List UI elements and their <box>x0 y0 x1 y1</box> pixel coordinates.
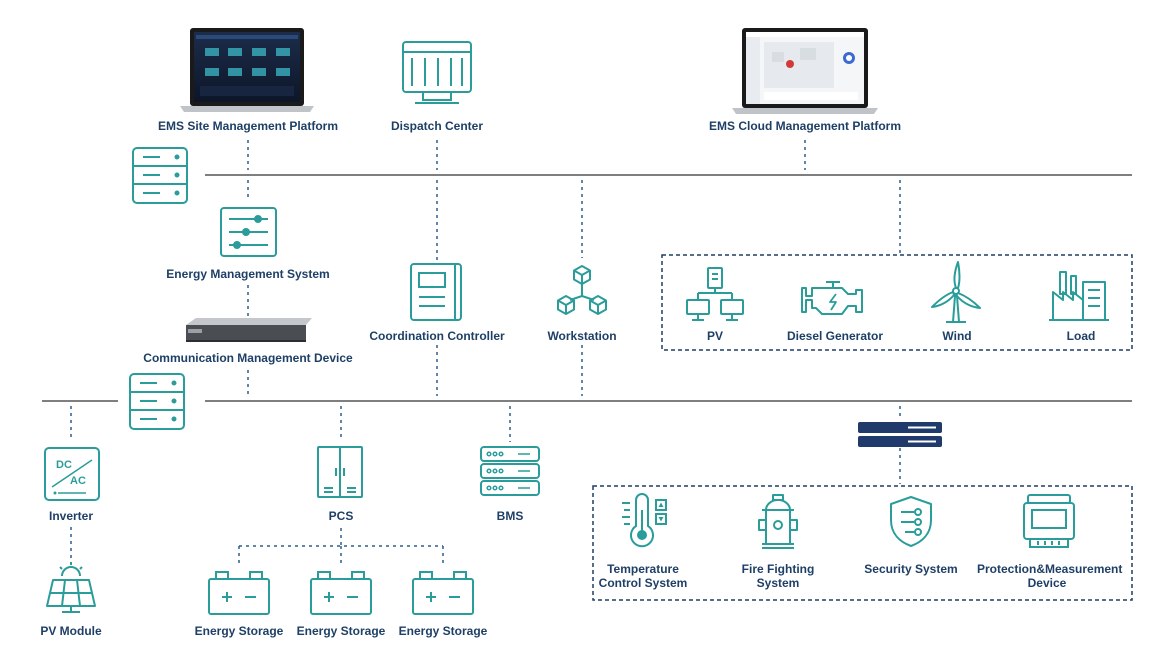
battery-icon-2 <box>310 571 372 615</box>
fire-hydrant-icon <box>758 494 798 549</box>
label-storage-1: Energy Storage <box>194 624 284 638</box>
auxiliary-group-box <box>592 485 1133 601</box>
inverter-dc-glyph: DC <box>56 459 72 471</box>
server-stack-icon-upper <box>132 147 188 204</box>
wind-turbine-icon <box>931 261 981 323</box>
label-coord-controller: Coordination Controller <box>369 329 505 343</box>
comm-device-icon <box>186 318 312 342</box>
label-pv-module: PV Module <box>40 624 102 638</box>
dispatch-monitor-icon <box>402 41 472 104</box>
label-inverter: Inverter <box>48 509 94 523</box>
meter-device-icon <box>1023 494 1075 548</box>
label-wind: Wind <box>942 329 972 343</box>
bms-rack-icon <box>480 446 540 496</box>
label-fire-fighting: Fire Fighting System <box>741 562 815 590</box>
server-stack-icon-lower <box>129 373 185 430</box>
label-pv: PV <box>706 329 724 343</box>
label-protection: Protection&Measurement Device <box>977 562 1123 590</box>
label-load: Load <box>1066 329 1096 343</box>
dotted-connectors <box>70 140 901 566</box>
label-security: Security System <box>864 562 958 576</box>
label-diesel: Diesel Generator <box>786 329 884 343</box>
generation-group-box <box>661 254 1133 351</box>
label-pcs: PCS <box>328 509 354 523</box>
pcs-cabinet-icon <box>317 446 363 498</box>
ems-site-laptop-icon <box>180 28 314 112</box>
solar-panel-icon <box>46 562 96 613</box>
label-ems: Energy Management System <box>166 267 330 281</box>
network-switch-icon <box>858 422 942 447</box>
ems-panel-icon <box>220 207 277 257</box>
coordination-controller-icon <box>410 263 462 321</box>
label-workstation: Workstation <box>547 329 617 343</box>
label-temp-control: Temperature Control System <box>598 562 688 590</box>
thermometer-icon <box>622 493 667 548</box>
inverter-ac-glyph: AC <box>70 475 86 487</box>
diesel-engine-icon <box>801 281 863 315</box>
battery-icon-3 <box>412 571 474 615</box>
security-shield-icon <box>890 496 932 547</box>
battery-icon-1 <box>208 571 270 615</box>
workstation-cubes-icon <box>557 265 607 315</box>
label-ems-site: EMS Site Management Platform <box>157 119 339 133</box>
label-dispatch: Dispatch Center <box>390 119 484 133</box>
ems-cloud-laptop-icon <box>732 28 878 114</box>
pv-network-icon <box>686 267 744 321</box>
load-factory-icon <box>1049 271 1109 321</box>
label-storage-3: Energy Storage <box>398 624 488 638</box>
label-ems-cloud: EMS Cloud Management Platform <box>708 119 902 133</box>
label-storage-2: Energy Storage <box>296 624 386 638</box>
inverter-icon: DC AC <box>44 447 100 501</box>
label-bms: BMS <box>496 509 524 523</box>
label-comm-device: Communication Management Device <box>143 351 353 365</box>
